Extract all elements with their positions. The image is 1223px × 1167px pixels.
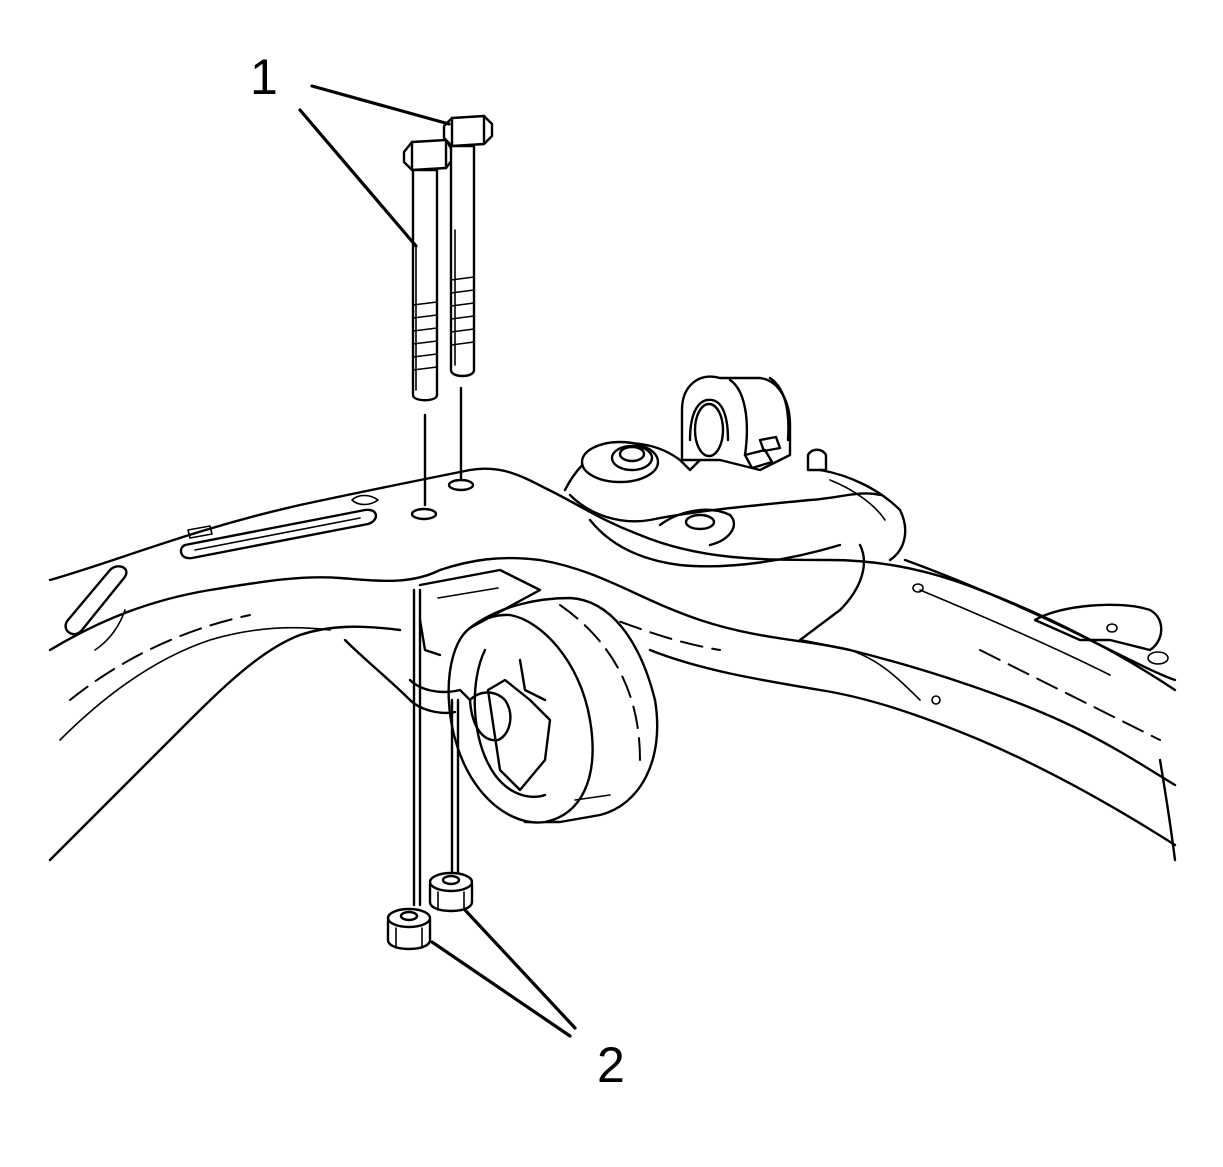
front-mount-bushing xyxy=(343,568,659,824)
callout-label-2: 2 xyxy=(597,1037,625,1093)
subframe xyxy=(48,467,1177,862)
upper-bushing-bracket xyxy=(563,375,907,652)
nut-left xyxy=(386,588,432,951)
callout-1-leaders xyxy=(298,84,451,248)
callout-2-leaders xyxy=(430,908,577,1038)
bolt-right xyxy=(442,114,494,480)
bolt-left xyxy=(402,138,454,507)
callout-label-1: 1 xyxy=(250,49,278,105)
nut-right xyxy=(428,698,474,913)
